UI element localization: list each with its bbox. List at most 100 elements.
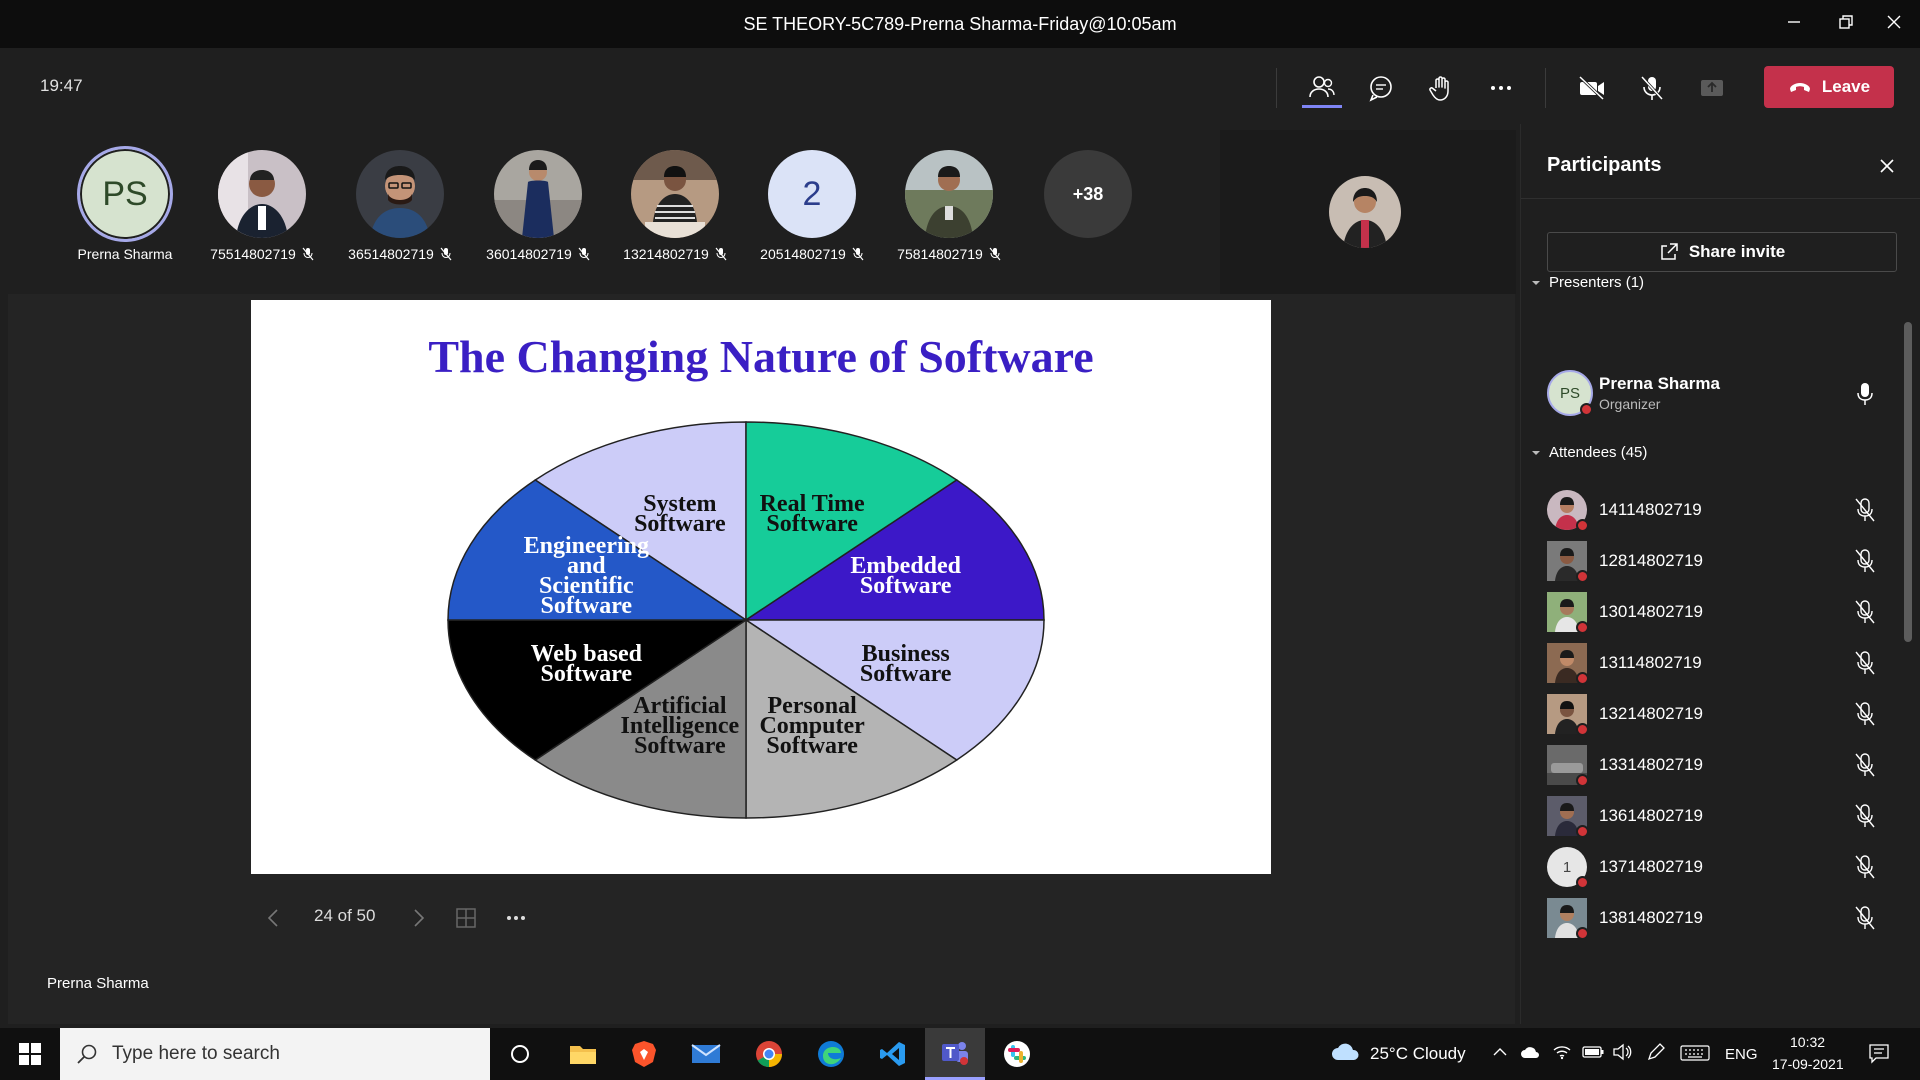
meeting-toolbar: 19:47 Leave xyxy=(0,48,1920,124)
taskbar-search[interactable]: Type here to search xyxy=(60,1028,490,1080)
more-options-icon[interactable] xyxy=(504,906,528,930)
avatar-initials: PS xyxy=(102,174,148,213)
language-indicator[interactable]: ENG xyxy=(1725,1046,1758,1063)
toolbar-divider xyxy=(1276,68,1277,108)
attendee-row[interactable]: 13614802719 xyxy=(1547,790,1887,840)
notifications-icon[interactable] xyxy=(1868,1042,1890,1064)
avatar xyxy=(1547,592,1589,634)
participant-tile[interactable]: 2 20514802719 xyxy=(752,150,872,262)
avatar-initials: 2 xyxy=(802,174,822,213)
chevron-left-icon[interactable] xyxy=(264,908,284,928)
minimize-button[interactable] xyxy=(1774,8,1814,40)
start-button[interactable] xyxy=(0,1028,60,1080)
participant-tile[interactable]: 75814802719 xyxy=(889,150,1009,262)
close-window-button[interactable] xyxy=(1874,8,1914,40)
slack-button[interactable] xyxy=(987,1028,1047,1080)
overflow-participants-button[interactable]: +38 xyxy=(1028,150,1148,238)
attendee-row[interactable]: 13114802719 xyxy=(1547,637,1887,687)
leave-button[interactable]: Leave xyxy=(1764,66,1894,108)
attendee-row[interactable]: 13214802719 xyxy=(1547,688,1887,738)
vscode-button[interactable] xyxy=(863,1028,923,1080)
clock-time[interactable]: 10:32 xyxy=(1790,1034,1826,1050)
participants-panel: Participants Share invite Presenters (1)… xyxy=(1520,124,1920,1024)
weather-text[interactable]: 25°C Cloudy xyxy=(1370,1044,1466,1063)
participant-tile[interactable]: 36514802719 xyxy=(340,150,460,262)
participant-name: 75514802719 xyxy=(210,246,296,262)
avatar xyxy=(218,150,306,238)
mic-off-icon xyxy=(1855,804,1875,828)
chevron-down-icon xyxy=(1532,280,1540,285)
mic-off-icon xyxy=(1855,498,1875,522)
mail-button[interactable] xyxy=(676,1028,736,1080)
participants-icon[interactable] xyxy=(1302,68,1342,108)
avatar: PS xyxy=(77,146,173,242)
attendee-row[interactable]: 14114802719 xyxy=(1547,484,1887,534)
onedrive-icon[interactable] xyxy=(1520,1044,1540,1060)
participant-tile[interactable]: 13214802719 xyxy=(615,150,735,262)
more-options-icon[interactable] xyxy=(1481,68,1521,108)
participant-tile[interactable]: 36014802719 xyxy=(478,150,598,262)
share-screen-icon[interactable] xyxy=(1692,68,1732,108)
weather-cloud-icon xyxy=(1332,1043,1359,1060)
battery-icon[interactable] xyxy=(1582,1045,1604,1059)
mic-off-icon[interactable] xyxy=(1632,68,1672,108)
clock-date[interactable]: 17-09-2021 xyxy=(1772,1056,1844,1072)
chrome-icon xyxy=(756,1041,783,1068)
phone-hangup-icon xyxy=(1789,83,1810,92)
avatar: 2 xyxy=(768,150,856,238)
mail-icon xyxy=(691,1044,721,1063)
participant-tile[interactable]: PS Prerna Sharma xyxy=(65,146,185,262)
mic-off-icon xyxy=(989,247,1001,261)
cortana-icon xyxy=(511,1045,529,1063)
avatar xyxy=(1547,541,1589,583)
volume-icon[interactable] xyxy=(1612,1043,1634,1061)
panel-title: Participants xyxy=(1547,154,1662,176)
avatar xyxy=(1329,176,1401,248)
chevron-right-icon[interactable] xyxy=(408,908,428,928)
avatar xyxy=(356,150,444,238)
status-badge xyxy=(1576,519,1589,532)
brave-browser-button[interactable] xyxy=(614,1028,674,1080)
attendee-row[interactable]: 13814802719 xyxy=(1547,892,1887,942)
file-explorer-button[interactable] xyxy=(553,1028,613,1080)
wifi-icon[interactable] xyxy=(1552,1044,1572,1060)
mic-off-icon xyxy=(578,247,590,261)
panel-scrollbar[interactable] xyxy=(1904,322,1912,642)
slack-icon xyxy=(1004,1041,1030,1067)
chevron-up-icon[interactable] xyxy=(1492,1044,1508,1060)
panel-divider xyxy=(1521,198,1920,199)
pie-slice xyxy=(745,618,959,819)
taskbar: Type here to search 25°C Cloudy ENG 10:3… xyxy=(0,1028,1920,1080)
presenter-row[interactable]: PS Prerna Sharma Organizer xyxy=(1547,370,1887,422)
camera-off-icon[interactable] xyxy=(1572,68,1612,108)
status-badge xyxy=(1576,672,1589,685)
grid-view-icon[interactable] xyxy=(454,906,478,930)
mic-off-icon xyxy=(1855,702,1875,726)
avatar xyxy=(1547,745,1589,787)
restore-button[interactable] xyxy=(1826,8,1866,40)
teams-button[interactable] xyxy=(925,1028,985,1080)
raise-hand-icon[interactable] xyxy=(1421,68,1461,108)
participant-tile[interactable]: 75514802719 xyxy=(202,150,322,262)
attendee-row[interactable]: 12814802719 xyxy=(1547,535,1887,585)
attendees-section-header[interactable]: Attendees (45) xyxy=(1531,444,1647,461)
status-badge xyxy=(1576,876,1589,889)
self-video-tile xyxy=(1220,130,1516,294)
task-view-button[interactable] xyxy=(490,1028,550,1080)
attendee-row[interactable]: 13314802719 xyxy=(1547,739,1887,789)
share-invite-button[interactable]: Share invite xyxy=(1547,232,1897,272)
participant-name: 13314802719 xyxy=(1599,755,1704,774)
toolbar-divider xyxy=(1545,68,1546,108)
attendee-row[interactable]: 13014802719 xyxy=(1547,586,1887,636)
close-icon[interactable] xyxy=(1873,152,1901,180)
pie-slice xyxy=(743,619,1045,761)
presenters-section-header[interactable]: Presenters (1) xyxy=(1531,274,1644,291)
chat-icon[interactable] xyxy=(1361,68,1401,108)
keyboard-icon[interactable] xyxy=(1680,1045,1710,1061)
edge-button[interactable] xyxy=(801,1028,861,1080)
attendee-row[interactable]: 1 13714802719 xyxy=(1547,841,1887,891)
chrome-button[interactable] xyxy=(739,1028,799,1080)
pen-icon[interactable] xyxy=(1646,1042,1666,1062)
